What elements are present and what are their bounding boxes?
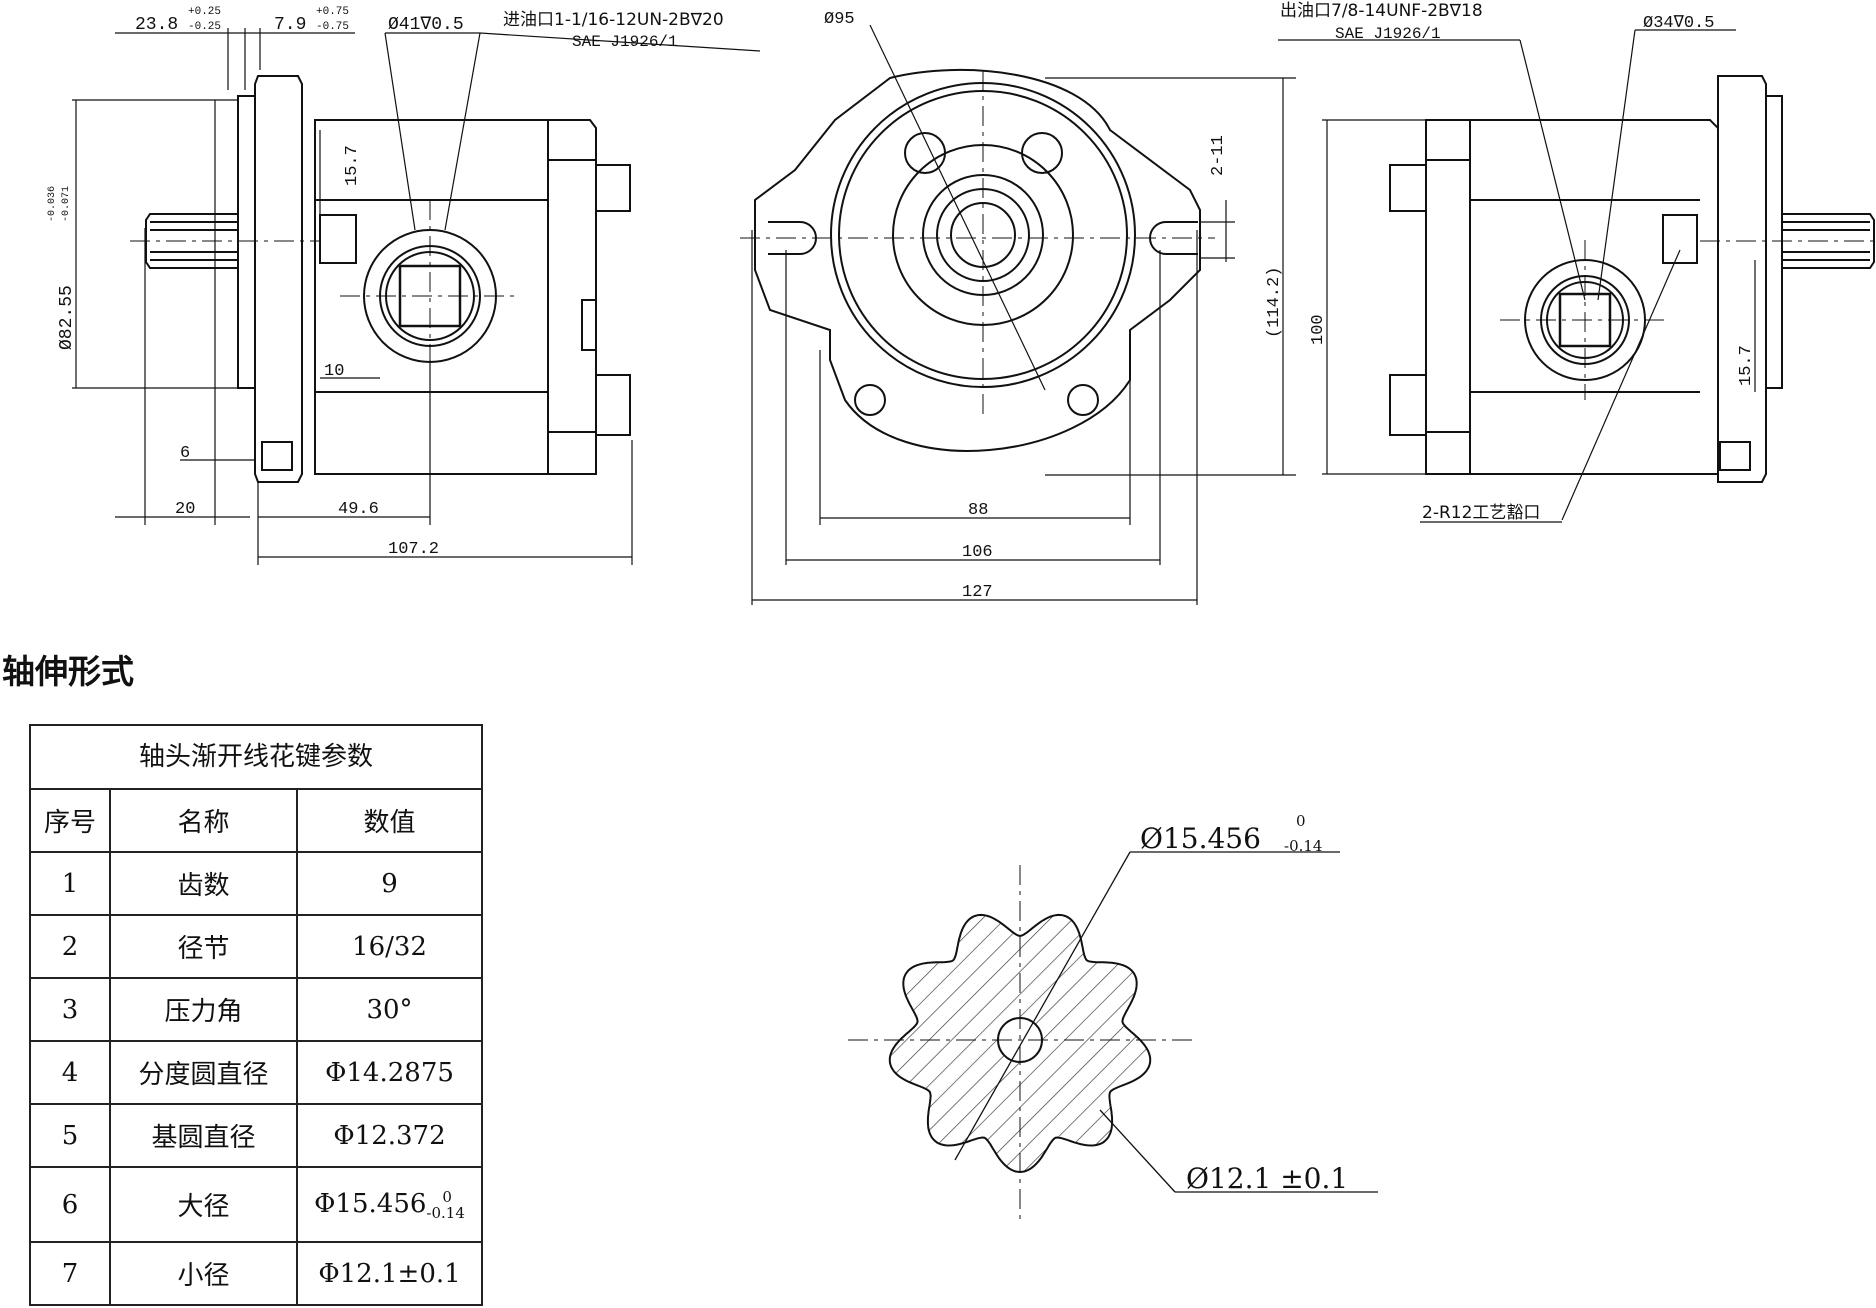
major-tol-lower: -0.14 <box>1284 837 1322 855</box>
front-view <box>740 68 1215 452</box>
row-no: 4 <box>29 1040 111 1105</box>
dim-23-8: 23.8 <box>135 15 178 35</box>
left-side-view <box>130 75 631 483</box>
row-name: 压力角 <box>109 977 298 1042</box>
table-row: 3 压力角 30° <box>29 977 483 1042</box>
spline-parameter-table: 轴头渐开线花键参数 序号 名称 数值 1 齿数 9 2 径节 16/32 3 压… <box>29 724 483 1306</box>
dim-7-9: 7.9 <box>274 15 306 35</box>
outlet-port-label: 出油口7/8-14UNF-2B∇18 <box>1280 1 1483 21</box>
tol-23-8-upper: +0.25 <box>188 6 221 18</box>
dim-49-6: 49.6 <box>338 500 379 519</box>
inlet-standard: SAE J1926/1 <box>572 33 678 51</box>
inlet-diameter: Ø41∇0.5 <box>388 15 464 35</box>
row-name: 分度圆直径 <box>109 1040 298 1105</box>
outlet-standard: SAE J1926/1 <box>1335 25 1441 43</box>
dim-10: 10 <box>324 362 344 381</box>
dim-15-7-right: 15.7 <box>1737 345 1756 386</box>
major-tol-upper: 0 <box>1296 812 1306 830</box>
table-row: 4 分度圆直径 Φ14.2875 <box>29 1040 483 1105</box>
row-name: 小径 <box>109 1241 298 1306</box>
tol-upper: 0 <box>442 1187 452 1206</box>
dim-6: 6 <box>180 444 190 463</box>
pilot-diameter: Ø82.55 <box>57 285 77 350</box>
row-value: Φ12.372 <box>296 1103 483 1168</box>
dim-88: 88 <box>968 501 988 520</box>
dim-106: 106 <box>962 543 993 562</box>
dim-107-2: 107.2 <box>388 540 439 559</box>
row-no: 2 <box>29 914 111 979</box>
row-value: 9 <box>296 851 483 916</box>
row-name: 齿数 <box>109 851 298 916</box>
spline-section: Ø15.456 0 -0.14 Ø12.1 ±0.1 <box>848 812 1378 1220</box>
table-row: 1 齿数 9 <box>29 851 483 916</box>
header-value: 数值 <box>296 788 483 853</box>
major-diameter-label: Ø15.456 <box>1140 822 1261 855</box>
dim-15-7-left: 15.7 <box>343 145 362 186</box>
tol-lower: -0.14 <box>426 1203 465 1222</box>
dim-95: Ø95 <box>824 10 855 29</box>
header-name: 名称 <box>109 788 298 853</box>
row-value: Φ12.1±0.1 <box>296 1241 483 1306</box>
row-no: 3 <box>29 977 111 1042</box>
row-no: 7 <box>29 1241 111 1306</box>
header-no: 序号 <box>29 788 111 853</box>
row-value: Φ14.2875 <box>296 1040 483 1105</box>
process-hole-label: 2-R12工艺豁口 <box>1422 503 1540 523</box>
tol-7-9-lower: -0.75 <box>316 21 349 33</box>
row-value: 16/32 <box>296 914 483 979</box>
pilot-tol-upper: -0.036 <box>47 186 58 222</box>
tol-23-8-lower: -0.25 <box>188 21 221 33</box>
table-row: 2 径节 16/32 <box>29 914 483 979</box>
table-header-row: 序号 名称 数值 <box>29 788 483 853</box>
dim-114-2: (114.2) <box>1265 267 1284 338</box>
pilot-tol-lower: -0.071 <box>61 186 72 222</box>
row-name: 基圆直径 <box>109 1103 298 1168</box>
row-value-tolerance: 0-0.14 <box>426 1189 464 1221</box>
row-no: 5 <box>29 1103 111 1168</box>
table-caption: 轴头渐开线花键参数 <box>29 724 483 788</box>
right-side-view <box>1389 75 1876 483</box>
section-title: 轴伸形式 <box>2 652 134 691</box>
row-name: 径节 <box>109 914 298 979</box>
minor-diameter-label: Ø12.1 ±0.1 <box>1186 1162 1348 1195</box>
dim-20: 20 <box>175 500 195 519</box>
dim-127: 127 <box>962 583 993 602</box>
dim-2-11: 2-11 <box>1209 135 1228 176</box>
tol-7-9-upper: +0.75 <box>316 6 349 18</box>
row-name: 大径 <box>109 1166 298 1243</box>
row-no: 6 <box>29 1166 111 1243</box>
row-no: 1 <box>29 851 111 916</box>
inlet-port-label: 进油口1-1/16-12UN-2B∇20 <box>503 10 724 30</box>
row-value: 30° <box>296 977 483 1042</box>
table-row: 7 小径 Φ12.1±0.1 <box>29 1241 483 1306</box>
table-row: 5 基圆直径 Φ12.372 <box>29 1103 483 1168</box>
row-value: Φ15.456 <box>314 1188 427 1219</box>
dim-100: 100 <box>1309 314 1328 345</box>
outlet-diameter: Ø34∇0.5 <box>1643 14 1714 33</box>
